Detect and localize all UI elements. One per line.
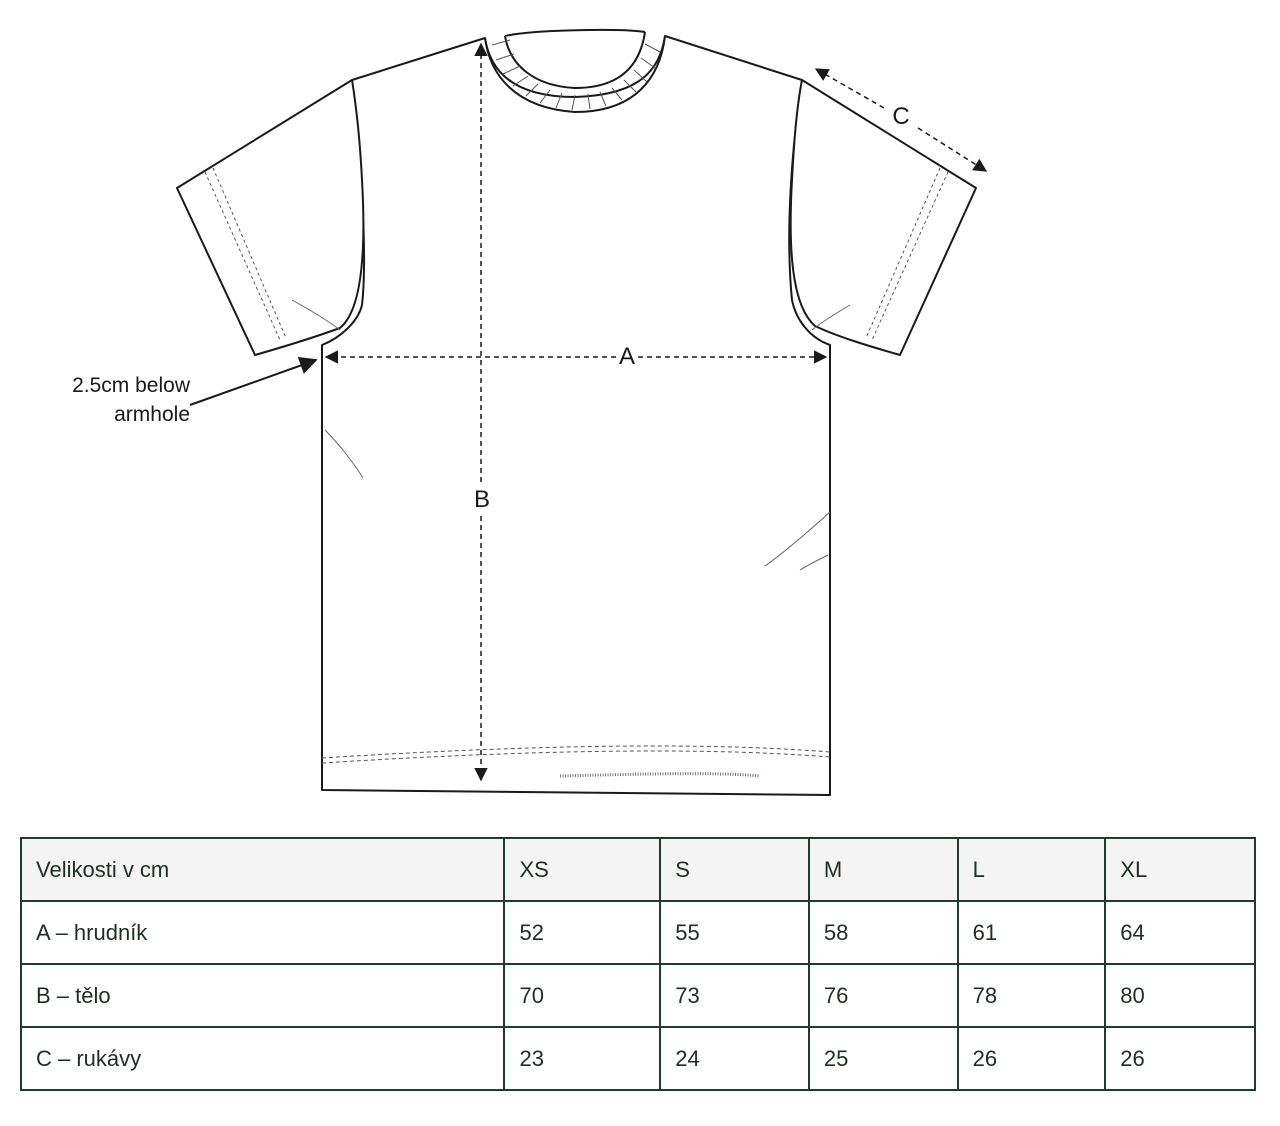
table-cell: 61 — [956, 900, 1107, 965]
table-cell: 24 — [659, 1026, 810, 1091]
table-row: A – hrudník 52 55 58 61 64 — [19, 900, 1256, 965]
measurement-c: C — [814, 68, 988, 172]
header-cell-label: Velikosti v cm — [19, 837, 506, 902]
tshirt-measurement-diagram: A B C 2.5cm below armhole — [72, 28, 988, 796]
table-header-row: Velikosti v cm XS S M L XL — [19, 837, 1256, 902]
header-cell-xl: XL — [1104, 837, 1256, 902]
armhole-note: 2.5cm below armhole — [72, 356, 318, 426]
header-cell-m: M — [807, 837, 959, 902]
right-sleeve — [789, 79, 977, 356]
table-cell: 70 — [503, 963, 662, 1028]
tshirt-body — [321, 35, 831, 796]
table-cell: 78 — [956, 963, 1107, 1028]
row-label: A – hrudník — [19, 900, 506, 965]
collar-ribs — [491, 39, 661, 111]
row-label: B – tělo — [19, 963, 506, 1028]
table-cell: 80 — [1104, 963, 1256, 1028]
label-b: B — [474, 486, 490, 513]
table-cell: 26 — [956, 1026, 1107, 1091]
table-cell: 76 — [807, 963, 959, 1028]
collar — [484, 28, 666, 114]
header-cell-xs: XS — [503, 837, 662, 902]
table-cell: 55 — [659, 900, 810, 965]
table-cell: 23 — [503, 1026, 662, 1091]
row-label: C – rukávy — [19, 1026, 506, 1091]
table-cell: 25 — [807, 1026, 959, 1091]
fold-lines — [291, 299, 851, 571]
measurement-a: A — [324, 343, 828, 370]
table-row: C – rukávy 23 24 25 26 26 — [19, 1026, 1256, 1091]
header-cell-s: S — [659, 837, 810, 902]
label-a: A — [619, 343, 635, 370]
bottom-hem-stitching — [321, 745, 831, 764]
table-cell: 52 — [503, 900, 662, 965]
table-cell: 58 — [807, 900, 959, 965]
left-sleeve — [176, 79, 365, 356]
header-cell-l: L — [956, 837, 1107, 902]
size-table: Velikosti v cm XS S M L XL A – hrudník 5… — [19, 837, 1256, 1091]
note-line-2: armhole — [114, 403, 190, 426]
table-row: B – tělo 70 73 76 78 80 — [19, 963, 1256, 1028]
label-c: C — [892, 103, 909, 130]
tshirt-outline — [176, 35, 977, 796]
measurement-b: B — [474, 42, 490, 782]
note-line-1: 2.5cm below — [72, 374, 191, 397]
table-cell: 64 — [1104, 900, 1256, 965]
sleeve-hem-stitching — [204, 167, 949, 341]
table-cell: 26 — [1104, 1026, 1256, 1091]
table-cell: 73 — [659, 963, 810, 1028]
